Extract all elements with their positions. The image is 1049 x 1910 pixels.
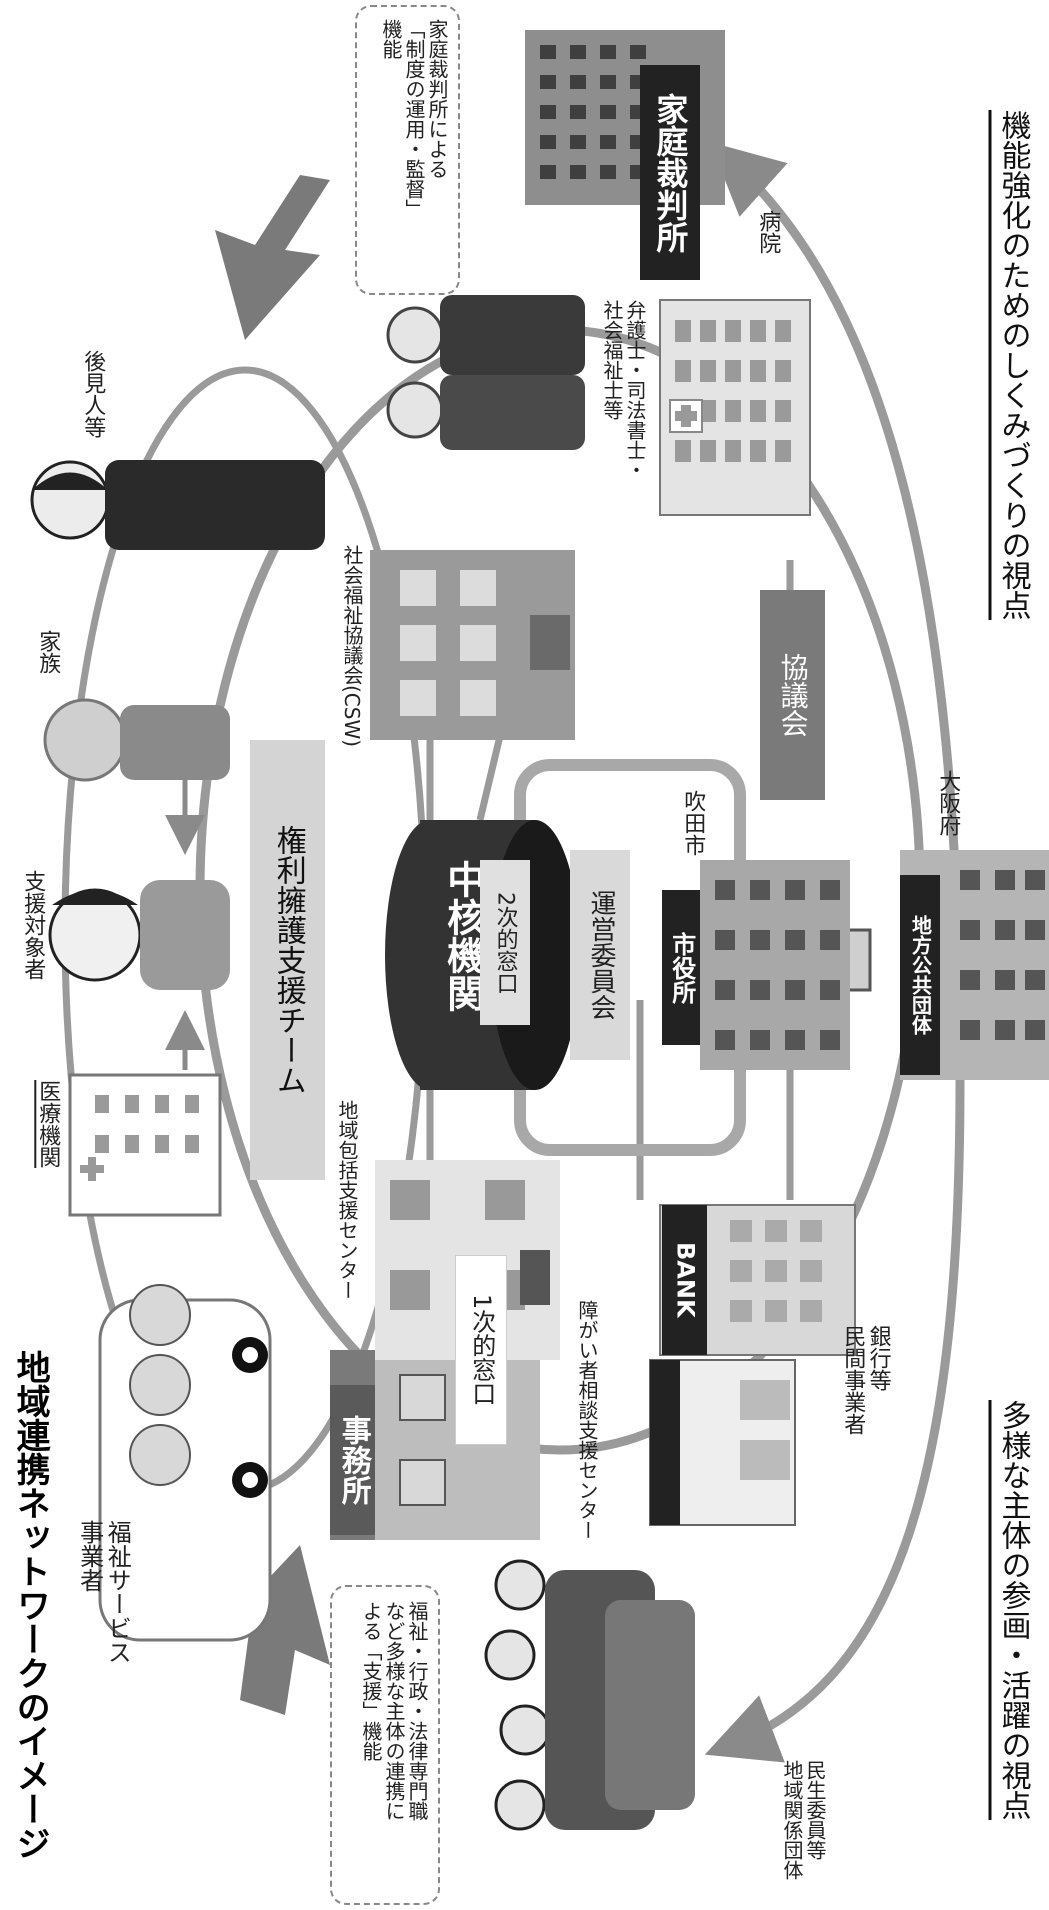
- guardian-label: 後見人等: [80, 350, 106, 438]
- office-sign: 事務所: [330, 1385, 375, 1535]
- council-box: 協議会: [760, 590, 825, 800]
- family-label: 家族: [35, 630, 61, 674]
- welfare-service-label: 福祉サービス 事業者: [75, 1520, 132, 1664]
- cityhall-sign-text: 市役所: [667, 931, 696, 1004]
- participation-perspective: 多様な主体の参画・活躍の視点: [995, 1400, 1031, 1820]
- volunteers-label: 民生委員等 地域関係団体: [780, 1760, 827, 1880]
- team-bar: 権利擁護支援チーム: [250, 740, 325, 1180]
- community-center-label: 地域包括支援センター: [335, 1100, 359, 1300]
- page-title: 地域連携ネットワークのイメージ: [10, 1350, 51, 1860]
- court-function-callout: 家庭裁判所による 「制度の運用・監督」 機能: [355, 5, 460, 295]
- csw-building: [370, 550, 575, 740]
- support-function-text: 福祉・行政・法律専門職 など多様な主体の連携に よる「支援」機能: [359, 1601, 429, 1821]
- support-function-callout: 福祉・行政・法律専門職 など多様な主体の連携に よる「支援」機能: [330, 1585, 440, 1905]
- professionals-figures: [386, 295, 585, 450]
- second-window-box: 2次的窓口: [480, 860, 530, 1025]
- court-sign: 家庭裁判所: [640, 65, 700, 280]
- office-sign-text: 事務所: [335, 1415, 371, 1505]
- localgov-sign: 地方公共団体: [900, 875, 940, 1075]
- hospital-label: 病院: [755, 210, 781, 254]
- bank-sign: BANK: [662, 1205, 707, 1355]
- suita-cityhall: [514, 759, 850, 1156]
- second-window-label: 2次的窓口: [492, 891, 518, 994]
- court-big-arrow: [215, 175, 330, 340]
- bank-label: 銀行等 民間事業者: [840, 1325, 891, 1435]
- support-big-arrow: [215, 1545, 330, 1715]
- cityhall-sign: 市役所: [662, 890, 700, 1045]
- medical-label: 医療機関: [35, 1080, 61, 1168]
- volunteers-crowd: [484, 1559, 695, 1831]
- medical-building: [68, 1073, 222, 1217]
- family-figure: [43, 698, 230, 782]
- team-label: 権利擁護支援チーム: [270, 825, 306, 1095]
- professionals-label: 弁護士・司法書士・ 社会福祉士等: [600, 300, 647, 480]
- csw-label: 社会福祉協議会(CSW): [340, 545, 364, 748]
- bank-sign-text: BANK: [671, 1242, 700, 1318]
- outer-arc-volunteers: [704, 1079, 965, 1763]
- disability-center-label: 障がい者相談支援センター: [575, 1300, 599, 1540]
- guardian-figure: [30, 460, 325, 550]
- subject-figure: [48, 880, 230, 990]
- suita-label: 吹田市: [680, 790, 706, 856]
- management-committee-label: 運営委員会: [585, 890, 616, 1020]
- hospital-building: [659, 299, 811, 516]
- osaka-label: 大阪府: [935, 770, 961, 836]
- management-committee-box: 運営委員会: [570, 850, 630, 1060]
- localgov-sign-text: 地方公共団体: [908, 915, 933, 1035]
- subject-label: 支援対象者: [20, 870, 46, 980]
- core-agency-title: 中核機関: [440, 860, 485, 1012]
- welfare-van: [98, 1284, 272, 1642]
- court-function-text: 家庭裁判所による 「制度の運用・監督」 機能: [379, 19, 449, 219]
- shop-building: [649, 1359, 796, 1526]
- council-label: 協議会: [776, 653, 810, 737]
- first-window-label: 1次的窓口: [467, 1294, 496, 1406]
- first-window-box: 1次的窓口: [455, 1255, 507, 1445]
- functional-perspective: 機能強化のためのしくみづくりの視点: [995, 110, 1031, 620]
- court-sign-text: 家庭裁判所: [651, 92, 690, 253]
